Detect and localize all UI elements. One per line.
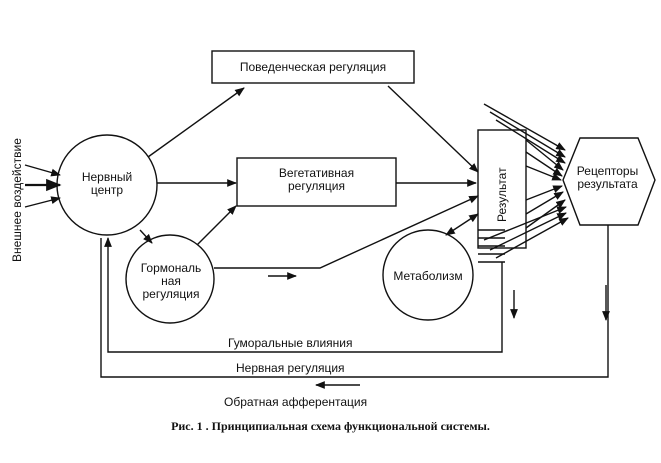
arrow-nc-behavioral: [147, 87, 245, 158]
nervous-center-circle: [56, 134, 158, 236]
hormonal-regulation-circle: [125, 234, 215, 324]
arrow-res-rec-8: [525, 191, 564, 215]
vegetative-regulation-label: Вегетативная регуляция: [237, 167, 396, 193]
vegetative-line2: регуляция: [287, 179, 346, 193]
arrow-res-rec-4: [525, 139, 564, 171]
vegetative-regulation-box: [236, 157, 397, 207]
arrow-res-rec-7: [525, 185, 563, 201]
humoral-feedback-line: [104, 237, 503, 353]
arrow-hormonal-vegetative: [196, 205, 237, 246]
arrow-res-rec-5: [525, 151, 563, 177]
receptors-hexagon: [562, 137, 656, 226]
hormonal-line3: регуляция: [142, 287, 200, 301]
arrow-res-rec-10: [483, 206, 567, 241]
arrow-res-rec-12: [495, 217, 569, 259]
nervous-center-label: Нервный центр: [70, 171, 144, 197]
arrow-res-rec-6: [525, 165, 562, 181]
behavioral-regulation-label: Поведенческая регуляция: [239, 60, 387, 74]
arrow-res-rec-1: [483, 103, 566, 151]
arrow-hormonal-result: [214, 195, 479, 269]
arrow-res-rec-2: [489, 111, 566, 158]
vegetative-line1: Вегетативная: [278, 166, 355, 180]
nervous-center-line1: Нервный: [81, 170, 133, 184]
arrow-metabolism-result: [445, 213, 479, 236]
external-arrow-3: [24, 196, 61, 208]
arrow-res-rec-9: [525, 199, 566, 229]
receptors-line1: Рецепторы: [576, 164, 639, 178]
result-box: [477, 129, 527, 249]
behavioral-regulation-box: [211, 50, 415, 84]
arrow-res-rec-11: [489, 212, 567, 251]
hormonal-line1: Гормональ: [140, 261, 202, 275]
figure-caption: Рис. 1 . Принципиальная схема функционал…: [171, 419, 490, 433]
receptors-line2: результата: [577, 177, 638, 191]
external-influence-label: Внешнее воздействие: [10, 138, 24, 262]
hormonal-line2: ная: [161, 274, 181, 288]
receptors-label: Рецепторы результата: [560, 165, 655, 191]
nervous-center-line2: центр: [90, 183, 124, 197]
arrow-behavioral-result: [387, 85, 479, 173]
result-label: Результат: [495, 167, 509, 222]
metabolism-circle: [382, 229, 474, 321]
humoral-influences-label: Гуморальные влияния: [228, 336, 353, 350]
reverse-afferentation-label: Обратная афферентация: [224, 395, 368, 409]
hormonal-regulation-label: Гормональ ная регуляция: [130, 262, 212, 301]
metabolism-label: Метаболизм: [393, 269, 463, 283]
external-arrow-1: [24, 164, 61, 177]
nervous-feedback-line: [100, 225, 609, 378]
arrow-res-rec-3: [495, 119, 566, 164]
arrow-nc-hormonal: [139, 229, 153, 244]
nervous-regulation-label: Нервная регуляция: [236, 361, 345, 375]
